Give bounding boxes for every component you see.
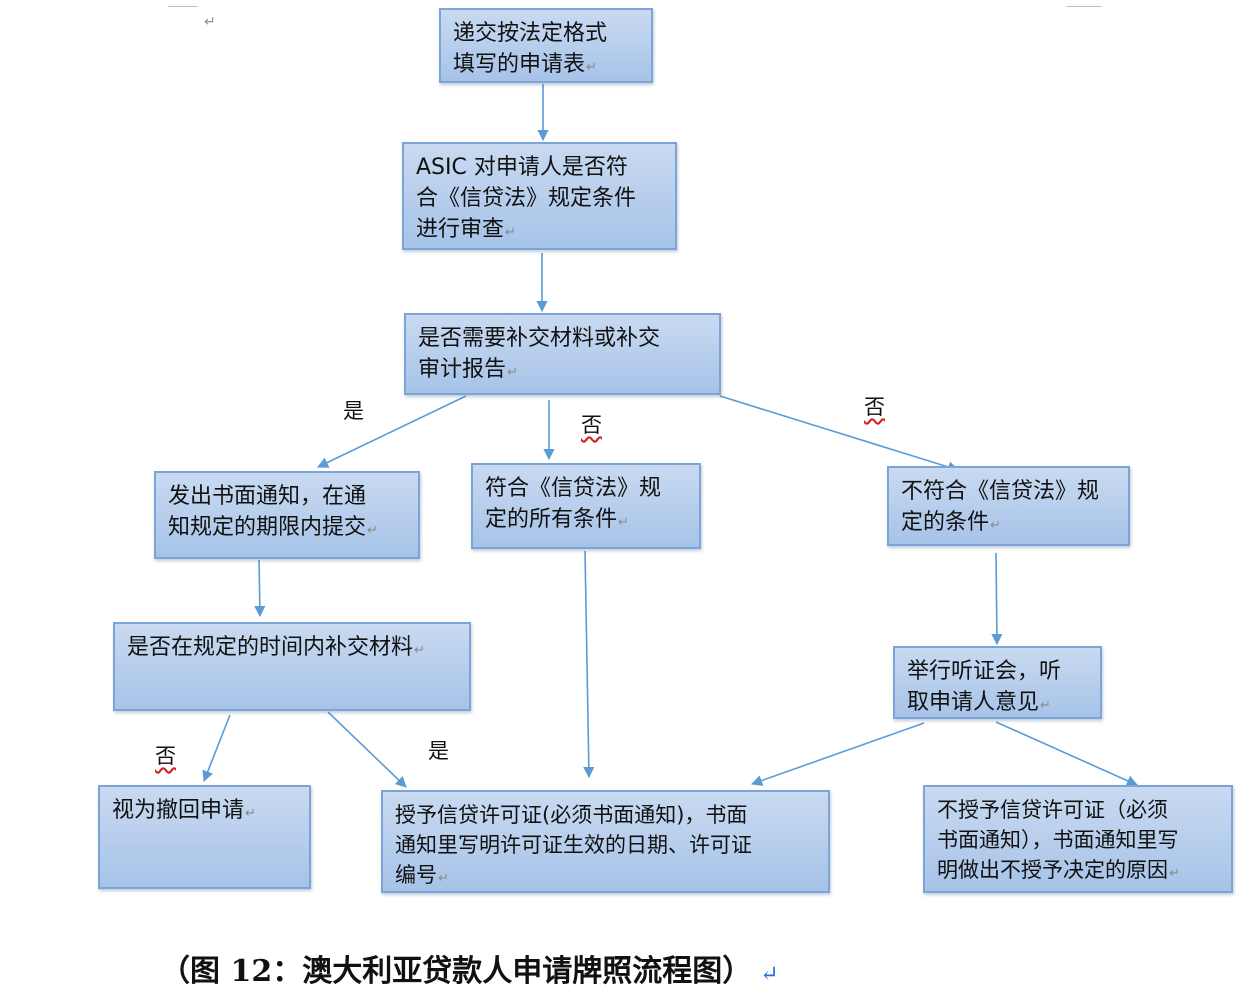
node-hearing-text: 举行听证会，听 取申请人意见 — [907, 659, 1062, 715]
return-mark-icon: ↵ — [1169, 866, 1180, 881]
node-deny-license: 不授予信贷许可证（必须 书面通知），书面通知里写 明做出不授予决定的原因↵ — [923, 785, 1233, 893]
node-asic-review-text: ASIC 对申请人是否符 合《信贷法》规定条件 进行审查 — [416, 155, 637, 242]
return-mark-icon: ↵ — [367, 523, 378, 538]
node-need-more-materials-text: 是否需要补交材料或补交 审计报告 — [418, 326, 661, 382]
edge-label-yes-need: 是 — [343, 399, 364, 423]
arrow-in-time-yes-to-grant — [327, 711, 407, 788]
figure-caption-text: （图 12：澳大利亚贷款人申请牌照流程图） — [160, 954, 753, 989]
edge-label-yes-in-time: 是 — [428, 739, 449, 763]
arrow-need-yes-to-notice — [316, 395, 467, 468]
node-written-notice-text: 发出书面通知，在通 知规定的期限内提交 — [168, 484, 367, 540]
return-mark-icon: ↵ — [414, 643, 425, 658]
node-deemed-withdrawn-text: 视为撤回申请 — [112, 798, 245, 823]
arrow-hearing-to-grant — [750, 722, 925, 786]
return-mark-icon: ↵ — [760, 962, 779, 987]
arrow-hearing-to-deny — [995, 721, 1139, 787]
node-submit-form-text: 递交按法定格式 填写的申请表 — [453, 21, 608, 77]
arrow-notice-to-in-time — [254, 559, 266, 618]
edge-label-no-need-meets: 否 — [581, 413, 602, 437]
node-meets-all-conditions: 符合《信贷法》规 定的所有条件↵ — [471, 463, 701, 549]
return-mark-icon: ↵ — [505, 225, 516, 240]
return-mark-icon: ↵ — [586, 60, 597, 75]
return-mark-icon: ↵ — [438, 871, 449, 886]
node-need-more-materials: 是否需要补交材料或补交 审计报告↵ — [404, 313, 721, 395]
node-asic-review: ASIC 对申请人是否符 合《信贷法》规定条件 进行审查↵ — [402, 142, 677, 250]
edge-label-no-need-not-meets: 否 — [864, 395, 885, 419]
return-mark-icon: ↵ — [245, 806, 256, 821]
page-corner-mark-right — [1066, 0, 1102, 7]
paragraph-mark-icon: ↵ — [204, 14, 216, 30]
figure-caption: （图 12：澳大利亚贷款人申请牌照流程图） ↵ — [160, 946, 779, 990]
node-grant-license-text: 授予信贷许可证(必须书面通知)，书面 通知里写明许可证生效的日期、许可证 编号 — [395, 803, 752, 887]
node-not-meets-conditions: 不符合《信贷法》规 定的条件↵ — [887, 466, 1130, 546]
arrow-need-no-to-not-meets — [719, 395, 960, 473]
node-deemed-withdrawn: 视为撤回申请↵ — [98, 785, 311, 889]
node-written-notice: 发出书面通知，在通 知规定的期限内提交↵ — [154, 471, 420, 559]
node-submit-form: 递交按法定格式 填写的申请表↵ — [439, 8, 653, 83]
edge-label-no-in-time: 否 — [155, 744, 176, 768]
return-mark-icon: ↵ — [990, 518, 1001, 533]
node-hearing: 举行听证会，听 取申请人意见↵ — [893, 646, 1102, 719]
node-deny-license-text: 不授予信贷许可证（必须 书面通知），书面通知里写 明做出不授予决定的原因 — [937, 798, 1179, 882]
node-meets-all-conditions-text: 符合《信贷法》规 定的所有条件 — [485, 476, 662, 532]
arrow-not-meets-to-hearing — [991, 552, 1003, 646]
return-mark-icon: ↵ — [1040, 698, 1051, 713]
node-submitted-in-time-text: 是否在规定的时间内补交材料 — [127, 635, 414, 660]
node-grant-license: 授予信贷许可证(必须书面通知)，书面 通知里写明许可证生效的日期、许可证 编号↵ — [381, 790, 830, 893]
arrow-meets-to-grant — [583, 550, 595, 779]
return-mark-icon: ↵ — [507, 365, 518, 380]
node-submitted-in-time: 是否在规定的时间内补交材料↵ — [113, 622, 471, 711]
arrow-in-time-no-to-withdrawn — [202, 714, 231, 783]
node-not-meets-conditions-text: 不符合《信贷法》规 定的条件 — [901, 479, 1100, 535]
page-corner-mark-left — [168, 0, 198, 7]
return-mark-icon: ↵ — [618, 515, 629, 530]
